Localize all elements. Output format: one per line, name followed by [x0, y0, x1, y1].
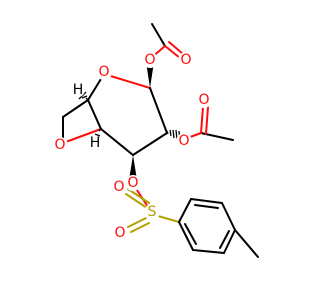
bond-ar-4-5	[223, 229, 236, 254]
atom-o-bridge: O	[96, 64, 112, 80]
atom-o-ac1-ester: O	[142, 52, 158, 68]
bond-ar-2-3	[190, 198, 223, 204]
atom-label-s-sulfonyl: S	[148, 204, 157, 220]
atom-o-sulfonyl-2: O	[112, 225, 128, 241]
atom-label-h-bottom: H	[90, 135, 101, 151]
atom-o-ac1-carbonyl: O	[178, 52, 194, 68]
bond-ar-inner-a	[194, 204, 219, 209]
atom-label-o-ac2-carbonyl: O	[198, 92, 209, 108]
bond-c1-c2	[100, 128, 134, 156]
bond-c5-c6	[62, 99, 89, 118]
atom-o-ts-ester: O	[125, 175, 141, 191]
atom-h-bottom: H	[88, 135, 102, 151]
bond-o-bridge-c4	[103, 73, 151, 89]
bond-s-o1	[127, 188, 150, 204]
atom-label-o-bridge: O	[98, 64, 109, 80]
bond-layer	[62, 23, 259, 258]
atom-o-sulfonyl-1: O	[111, 179, 127, 195]
atom-s-sulfonyl: S	[144, 204, 160, 220]
bond-ac1-c-ch3	[151, 23, 166, 47]
wedge-c2-o-ts	[129, 155, 137, 180]
bond-ar-6-1	[178, 221, 194, 251]
stereo-layer	[78, 62, 181, 180]
atom-label-o-ac1-carbonyl: O	[180, 52, 191, 68]
bond-ar-1-2	[178, 198, 192, 223]
bond-ac1-co-a	[164, 45, 181, 59]
bond-c3-c4	[149, 87, 168, 134]
atom-label-o-ring: O	[54, 137, 65, 153]
bond-s-o2-b	[130, 222, 150, 233]
bond-ar-5-6	[192, 249, 225, 254]
atom-label-o-sulfonyl-2: O	[114, 225, 125, 241]
atom-o-ac2-ester: O	[176, 133, 192, 149]
hash-c5-h	[78, 91, 89, 101]
atom-label-o-ac2-ester: O	[178, 133, 189, 149]
atom-o-ac2-carbonyl: O	[196, 92, 212, 108]
bond-ar-3-4	[221, 202, 236, 231]
bond-s-o1-b	[125, 193, 148, 209]
bond-s-c-aryl	[157, 215, 180, 223]
bond-ac2-co-a	[200, 106, 204, 134]
bond-ar-inner-b	[219, 230, 230, 249]
molecule-structure: O O O O O O O S	[52, 23, 259, 258]
atom-h-top: H	[71, 82, 85, 98]
bond-ac1-co-b	[168, 41, 184, 55]
atom-o-ring: O	[52, 137, 68, 153]
atom-label-h-top: H	[73, 82, 84, 98]
bond-ar-methyl	[234, 229, 259, 258]
bond-c5-c1	[87, 99, 102, 130]
bond-ac2-co-b	[205, 106, 209, 135]
atom-label-o-ac1-ester: O	[144, 52, 155, 68]
atom-labels: O O O O O O O S	[52, 52, 212, 241]
bond-c2-c3	[132, 132, 168, 156]
atom-label-o-ts-ester: O	[127, 175, 138, 191]
wedge-c4-o-ac1	[146, 62, 154, 88]
bond-s-o2	[127, 217, 147, 228]
atom-label-o-sulfonyl-1: O	[113, 179, 124, 195]
bond-ar-inner-c	[184, 223, 197, 245]
bond-o-ring-c1	[62, 128, 102, 144]
